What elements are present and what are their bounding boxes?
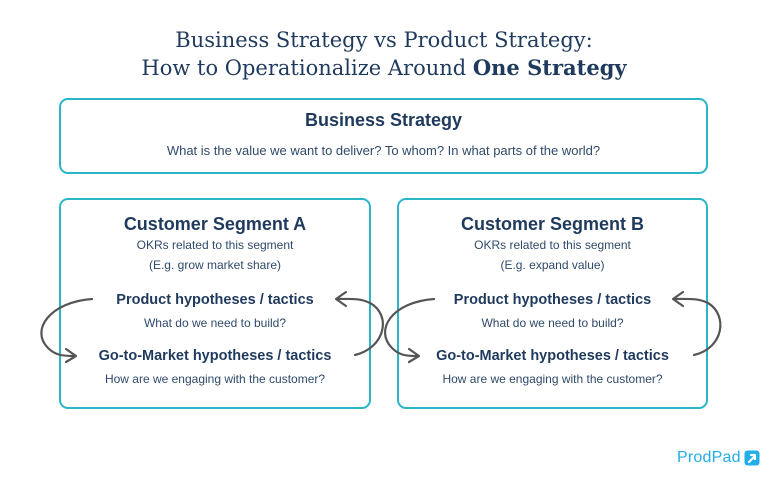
- segment-b-product-question: What do we need to build?: [481, 316, 624, 330]
- segment-a-okr-example: (E.g. grow market share): [148, 258, 282, 272]
- segment-a-heading: Customer Segment A: [123, 214, 307, 234]
- business-strategy-question: What is the value we want to deliver? To…: [166, 143, 601, 158]
- segment-b-heading: Customer Segment B: [460, 214, 645, 234]
- prodpad-logo: ProdPad: [677, 449, 760, 467]
- title-prefix: How to Operationalize Around: [141, 56, 473, 80]
- segment-a-product-question: What do we need to build?: [143, 316, 287, 330]
- title-emphasis: One Strategy: [472, 55, 627, 80]
- business-strategy-heading: Business Strategy: [304, 110, 463, 130]
- business-strategy-box: Business Strategy What is the value we w…: [59, 98, 708, 174]
- brand-name: ProdPad: [677, 449, 741, 466]
- customer-segment-b-box: Customer Segment B OKRs related to this …: [397, 198, 708, 409]
- diagram-title-line-1: Business Strategy vs Product Strategy:: [175, 28, 593, 52]
- segment-a-product-heading: Product hypotheses / tactics: [116, 292, 314, 308]
- diagram-title-line-2: How to Operationalize Around One Strateg…: [0, 54, 768, 82]
- segment-b-gtm-question: How are we engaging with the customer?: [442, 372, 663, 386]
- prodpad-logo-icon: [744, 450, 760, 466]
- segment-a-okr-label: OKRs related to this segment: [136, 238, 294, 252]
- segment-b-okr-example: (E.g. expand value): [500, 258, 605, 272]
- customer-segment-a-box: Customer Segment A OKRs related to this …: [59, 198, 371, 409]
- segment-b-okr-label: OKRs related to this segment: [474, 238, 631, 252]
- segment-a-gtm-heading: Go-to-Market hypotheses / tactics: [98, 348, 332, 364]
- segment-b-gtm-heading: Go-to-Market hypotheses / tactics: [436, 348, 669, 364]
- segment-a-gtm-question: How are we engaging with the customer?: [104, 372, 326, 386]
- segment-b-product-heading: Product hypotheses / tactics: [453, 292, 652, 308]
